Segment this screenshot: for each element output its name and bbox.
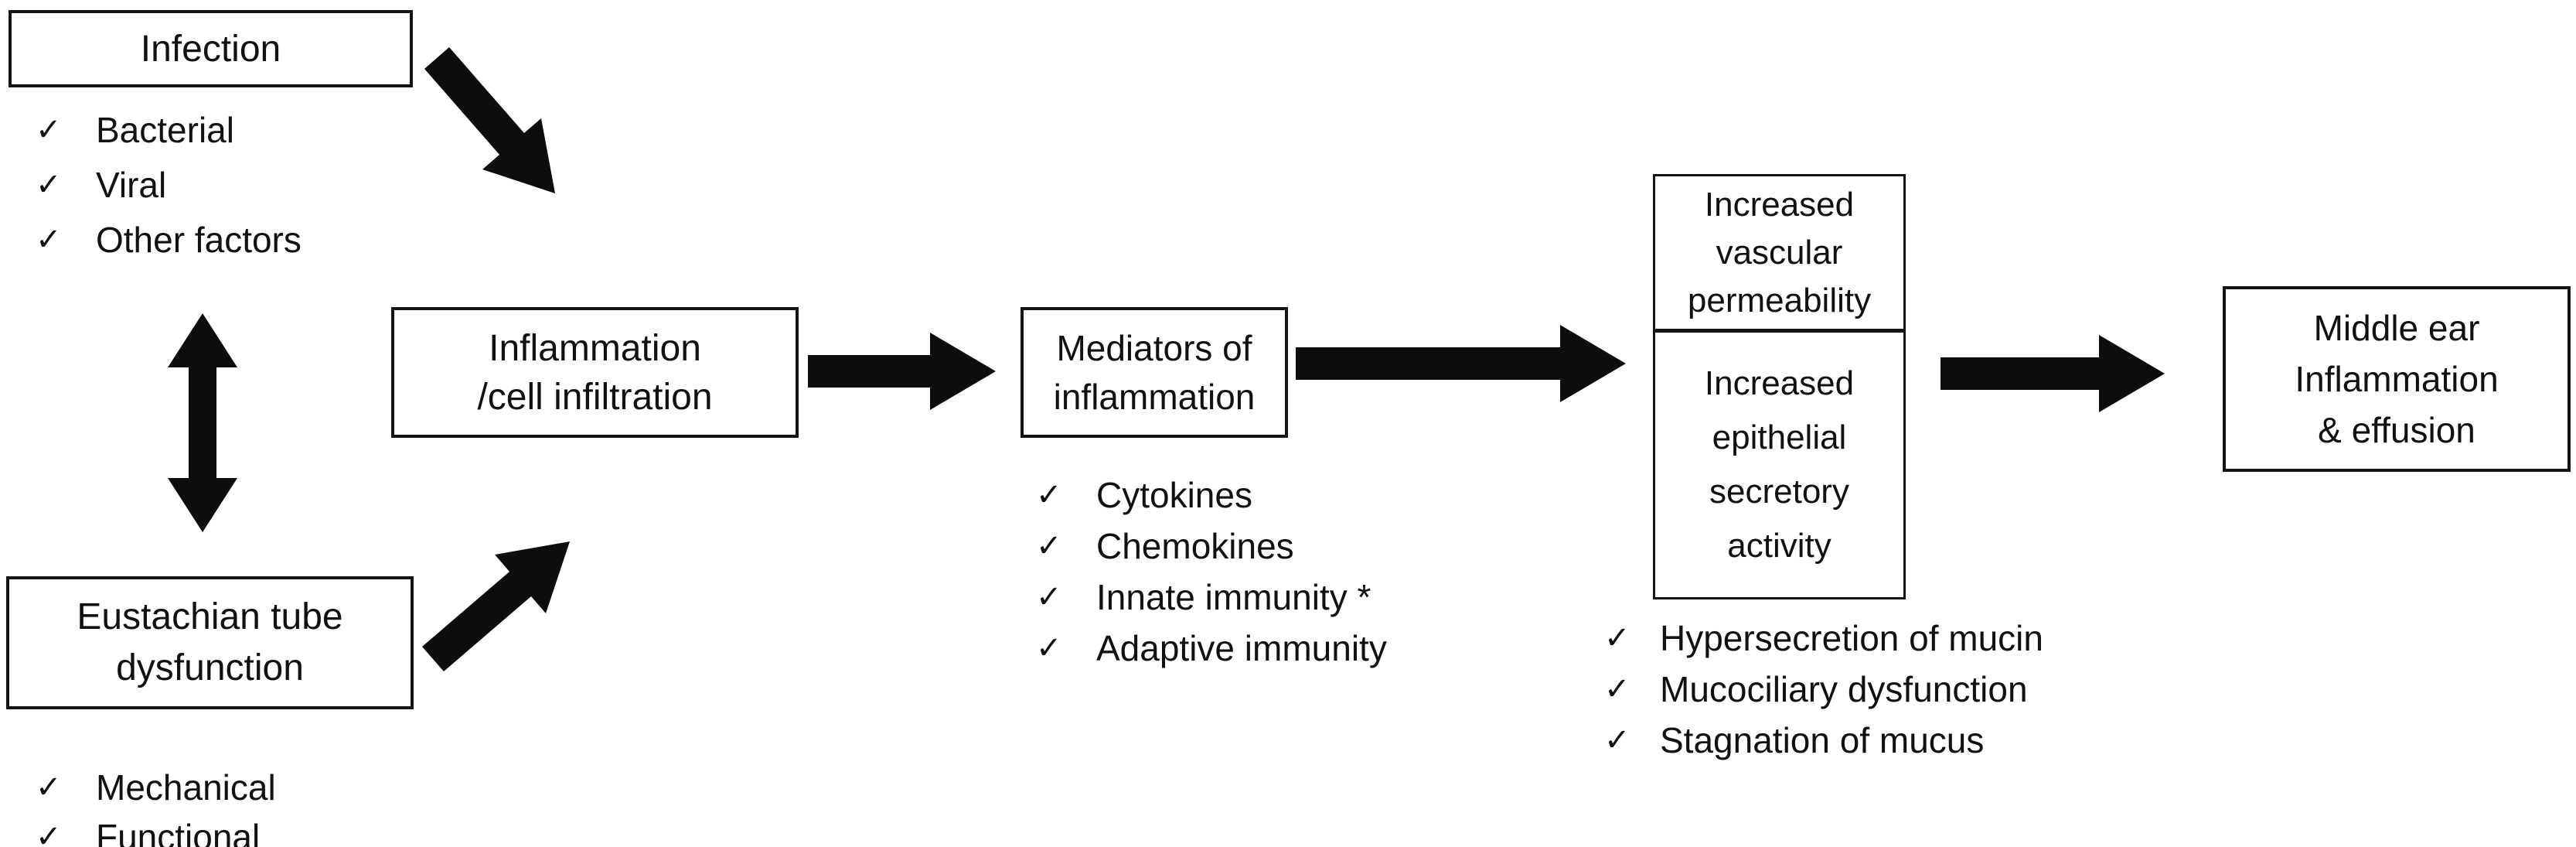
- mediators-box-line: inflammation: [1053, 376, 1256, 417]
- check-icon: ✓: [1036, 631, 1062, 665]
- eustachian-box-line: Eustachian tube: [77, 596, 343, 637]
- list-item: ✓ Other factors: [36, 212, 302, 267]
- epithelial-cell-line: Increased: [1704, 364, 1855, 402]
- vascular-cell-line: Increased: [1704, 185, 1855, 224]
- check-icon: ✓: [1036, 529, 1062, 563]
- infection-checklist: ✓ Bacterial ✓ Viral ✓ Other factors: [36, 102, 302, 267]
- list-item: ✓ Adaptive immunity: [1036, 623, 1387, 674]
- check-icon: ✓: [36, 112, 62, 147]
- list-item: ✓ Hypersecretion of mucin: [1604, 613, 2043, 664]
- list-item: ✓ Innate immunity *: [1036, 572, 1387, 623]
- list-item-label: Functional: [96, 817, 261, 847]
- check-icon: ✓: [36, 222, 62, 257]
- list-item-label: Adaptive immunity: [1096, 628, 1387, 668]
- list-item-label: Innate immunity *: [1096, 577, 1371, 617]
- arrow-mediators-to-permeability: [1296, 325, 1626, 402]
- list-item: ✓ Chemokines: [1036, 521, 1387, 572]
- increased-epithelial-secretory-cell: Increased epithelial secretory activity: [1655, 333, 1903, 597]
- list-item-label: Viral: [96, 164, 167, 205]
- vascular-cell-line: permeability: [1687, 281, 1872, 319]
- arrow-eustachian-to-inflammation: [422, 541, 570, 671]
- check-icon: ✓: [1036, 580, 1062, 614]
- eustachian-box-line: dysfunction: [116, 647, 304, 688]
- increased-vascular-permeability-cell: Increased vascular permeability: [1655, 176, 1903, 333]
- list-item-label: Cytokines: [1096, 475, 1252, 515]
- double-arrow-infection-eustachian: [168, 313, 237, 532]
- epithelial-cell-line: secretory: [1709, 473, 1849, 511]
- list-item: ✓ Cytokines: [1036, 470, 1387, 521]
- infection-box-label: Infection: [140, 28, 281, 70]
- check-icon: ✓: [36, 770, 62, 804]
- mediators-of-inflammation-box: Mediators of inflammation: [1021, 307, 1288, 438]
- arrow-inflammation-to-mediators: [808, 333, 996, 410]
- epithelial-cell-line: activity: [1727, 527, 1831, 565]
- list-item-label: Bacterial: [96, 109, 234, 150]
- epithelial-cell-line: epithelial: [1712, 418, 1847, 456]
- arrow-permeability-to-middle-ear: [1941, 335, 2165, 412]
- infection-box: Infection: [9, 10, 413, 87]
- secretory-checklist: ✓ Hypersecretion of mucin ✓ Mucociliary …: [1604, 613, 2043, 766]
- list-item: ✓ Viral: [36, 157, 302, 212]
- middle-ear-box-line: Middle ear: [2313, 308, 2480, 348]
- check-icon: ✓: [1604, 672, 1630, 706]
- permeability-secretory-box: Increased vascular permeability Increase…: [1653, 174, 1906, 599]
- list-item: ✓ Functional: [36, 812, 276, 847]
- middle-ear-box-line: & effusion: [2318, 410, 2475, 450]
- check-icon: ✓: [36, 167, 62, 202]
- check-icon: ✓: [36, 820, 62, 847]
- arrow-infection-to-inflammation: [424, 47, 555, 193]
- inflammation-box-line: Inflammation: [489, 327, 701, 369]
- list-item: ✓ Bacterial: [36, 102, 302, 157]
- list-item-label: Mechanical: [96, 767, 276, 808]
- inflammation-box-line: /cell infiltration: [477, 376, 713, 418]
- list-item: ✓ Stagnation of mucus: [1604, 715, 2043, 766]
- middle-ear-box-line: Inflammation: [2295, 359, 2499, 399]
- inflammation-cell-infiltration-box: Inflammation /cell infiltration: [391, 307, 799, 438]
- list-item-label: Hypersecretion of mucin: [1660, 618, 2043, 658]
- list-item-label: Chemokines: [1096, 526, 1294, 566]
- list-item-label: Other factors: [96, 219, 302, 260]
- check-icon: ✓: [1604, 621, 1630, 655]
- eustachian-checklist: ✓ Mechanical ✓ Functional: [36, 763, 276, 847]
- list-item-label: Stagnation of mucus: [1660, 720, 1985, 760]
- eustachian-dysfunction-box: Eustachian tube dysfunction: [6, 576, 414, 709]
- middle-ear-inflammation-box: Middle ear Inflammation & effusion: [2223, 286, 2571, 472]
- mediators-box-line: Mediators of: [1056, 327, 1252, 368]
- check-icon: ✓: [1604, 723, 1630, 757]
- mediators-checklist: ✓ Cytokines ✓ Chemokines ✓ Innate immuni…: [1036, 470, 1387, 674]
- list-item: ✓ Mechanical: [36, 763, 276, 812]
- vascular-cell-line: vascular: [1716, 233, 1843, 272]
- list-item: ✓ Mucociliary dysfunction: [1604, 664, 2043, 715]
- check-icon: ✓: [1036, 478, 1062, 512]
- list-item-label: Mucociliary dysfunction: [1660, 669, 2028, 709]
